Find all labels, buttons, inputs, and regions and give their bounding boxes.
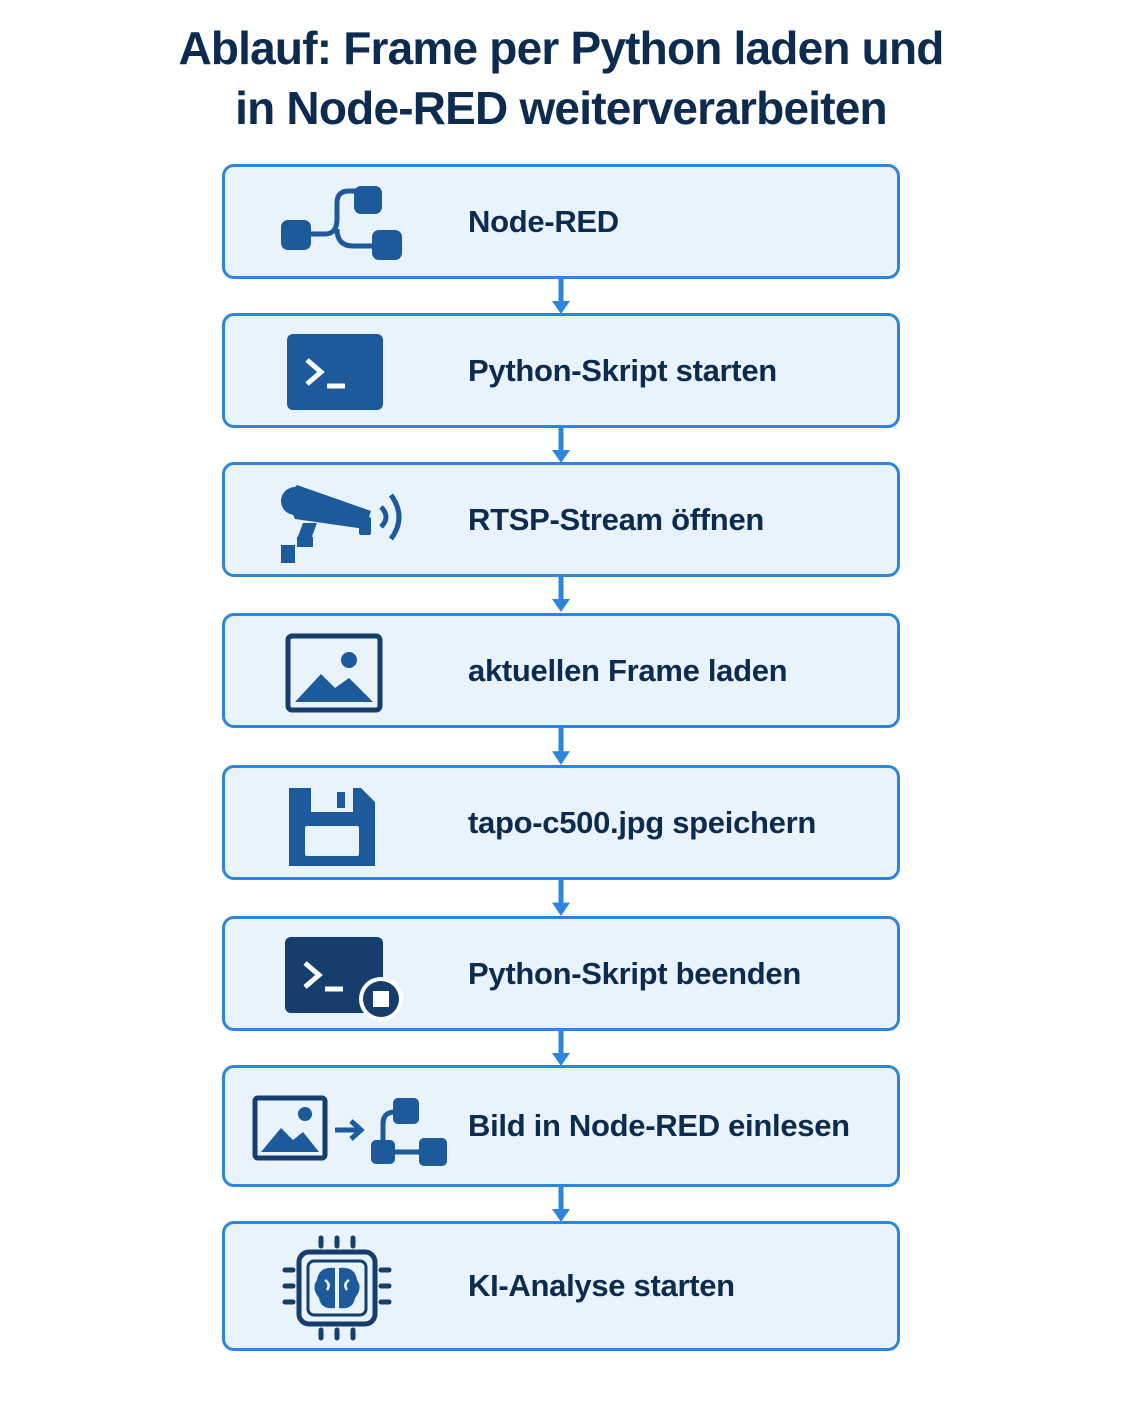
step-ai-analysis: KI-Analyse starten — [222, 1221, 900, 1351]
image-icon — [225, 616, 425, 725]
flow-arrow — [551, 1187, 571, 1223]
terminal-stop-icon — [225, 919, 425, 1028]
flow-arrow — [551, 428, 571, 464]
step-save-file: tapo-c500.jpg speichern — [222, 765, 900, 880]
flow-arrow — [551, 1031, 571, 1067]
flow-arrow — [551, 577, 571, 613]
step-label: tapo-c500.jpg speichern — [468, 804, 816, 840]
node-red-flow-icon — [225, 167, 425, 276]
step-rtsp-stream: RTSP-Stream öffnen — [222, 462, 900, 577]
step-python-stop: Python-Skript beenden — [222, 916, 900, 1031]
step-label: RTSP-Stream öffnen — [468, 501, 765, 537]
diagram-title: Ablauf: Frame per Python laden und in No… — [0, 18, 1122, 138]
security-camera-icon — [225, 465, 425, 574]
flow-arrow — [551, 728, 571, 766]
step-label: KI-Analyse starten — [468, 1268, 735, 1303]
title-line-1: Ablauf: Frame per Python laden und — [178, 22, 944, 74]
flow-arrow — [551, 279, 571, 315]
flow-arrow — [551, 880, 571, 917]
step-label: Node-RED — [468, 203, 619, 239]
terminal-icon — [225, 316, 425, 425]
step-load-frame: aktuellen Frame laden — [222, 613, 900, 728]
title-line-2: in Node-RED weiterverarbeiten — [235, 82, 887, 134]
ai-chip-icon — [225, 1224, 425, 1348]
step-import-image: Bild in Node-RED einlesen — [222, 1065, 900, 1187]
step-label: Bild in Node-RED einlesen — [468, 1108, 850, 1143]
image-to-flow-icon — [225, 1068, 447, 1184]
step-python-start: Python-Skript starten — [222, 313, 900, 428]
step-node-red: Node-RED — [222, 164, 900, 279]
step-label: Python-Skript beenden — [468, 955, 802, 991]
floppy-disk-icon — [225, 768, 425, 877]
step-label: Python-Skript starten — [468, 352, 777, 388]
step-label: aktuellen Frame laden — [468, 652, 788, 688]
